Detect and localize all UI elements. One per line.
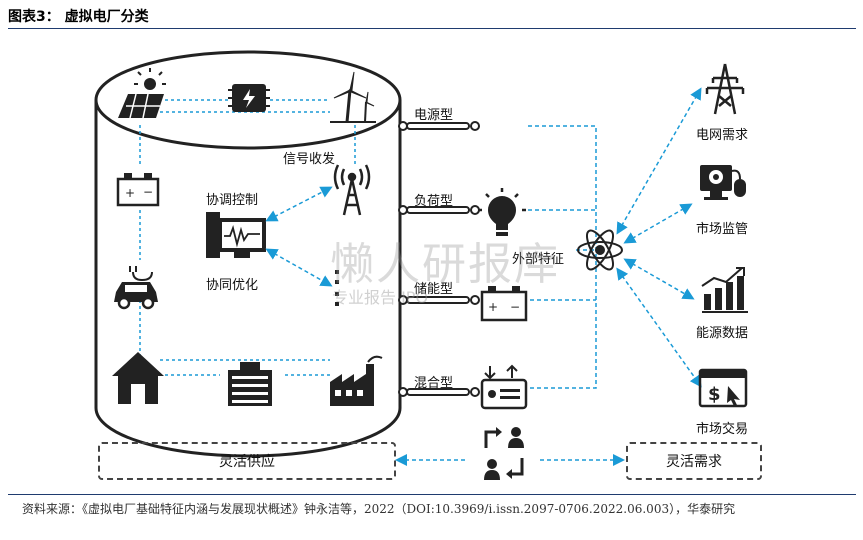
optimization-label: 协同优化 (206, 278, 259, 293)
wind-turbine-icon (330, 71, 376, 123)
building-icon (228, 362, 272, 406)
monitor-icon (206, 212, 266, 258)
figure-source: 资料来源：《虚拟电厂基础特征内涵与发展现状概述》钟永洁等，2022（DOI:10… (22, 502, 736, 516)
factory-icon (330, 355, 383, 406)
trade-icon: $ (698, 368, 748, 408)
battery-icon: +− (116, 173, 160, 207)
battery-storage-icon: +− (480, 286, 528, 322)
signal-tower-icon (333, 164, 371, 216)
svg-text:−: − (510, 300, 520, 314)
type-connectors (398, 121, 480, 397)
chip-icon (228, 84, 270, 112)
svg-text:−: − (143, 185, 153, 199)
figure-title: 图表3： 虚拟电厂分类 (8, 9, 149, 25)
flexible-supply-label: 灵活供应 (219, 454, 275, 470)
flexible-demand-label: 灵活需求 (666, 454, 722, 470)
demand-label-trading: 市场交易 (696, 422, 749, 437)
type-label-hybrid: 混合型 (414, 376, 454, 391)
external-features-label: 外部特征 (512, 252, 565, 267)
source-rule (8, 494, 856, 495)
demand-label-data: 能源数据 (696, 326, 749, 341)
watermark: 懒人研报库 (330, 239, 560, 290)
type-label-storage: 储能型 (414, 282, 454, 297)
bar-chart-icon (701, 267, 748, 313)
type-label-load: 负荷型 (414, 194, 454, 209)
watermark-sub: 专业报告 IPO (332, 288, 429, 307)
flexible-supply-box: 灵活供应 (98, 442, 396, 480)
market-monitor-icon (700, 165, 746, 200)
coordination-label: 协调控制 (206, 193, 259, 208)
demand-arrows (616, 87, 702, 388)
exchange-icon (484, 427, 524, 480)
device-dots (335, 270, 339, 306)
coordination-arrows (265, 186, 333, 287)
lightbulb-icon (478, 188, 526, 236)
solar-panel-icon (118, 68, 166, 119)
type-label-power: 电源型 (414, 108, 454, 123)
svg-text:+: + (125, 186, 135, 200)
flexible-demand-box: 灵活需求 (626, 442, 762, 480)
demand-label-supervision: 市场监管 (696, 222, 749, 237)
power-tower-icon (705, 63, 745, 115)
demand-label-grid: 电网需求 (696, 128, 749, 143)
cylinder (94, 50, 402, 458)
title-rule (8, 28, 856, 29)
svg-text:$: $ (708, 384, 721, 405)
hybrid-card-icon (480, 364, 528, 410)
house-icon (112, 352, 164, 404)
svg-text:+: + (488, 300, 498, 314)
electric-car-icon (114, 266, 158, 310)
signal-label: 信号收发 (283, 152, 336, 167)
atom-icon (577, 229, 623, 271)
